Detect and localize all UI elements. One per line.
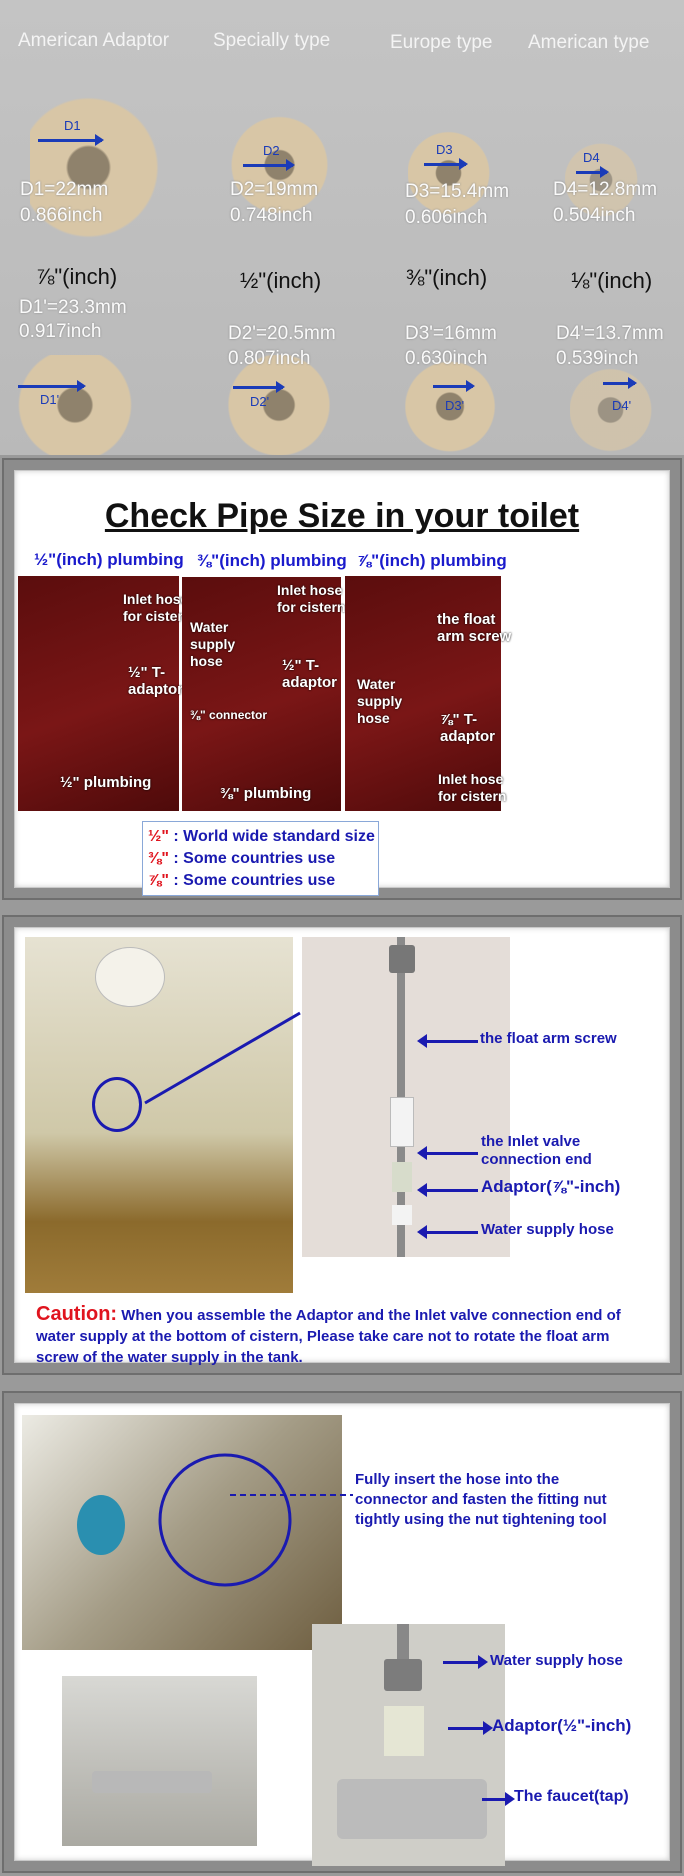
diameter-arrow — [243, 159, 295, 171]
legend-text: : Some countries use — [168, 850, 336, 867]
diameter-inch: 0.866inch — [20, 205, 103, 226]
diameter-tag: D1' — [40, 392, 60, 407]
adaptor-photo — [12, 355, 152, 455]
diameter-tag: D4 — [583, 150, 600, 165]
pipe-size: ⅜"(inch) — [406, 265, 488, 290]
diameter-mm: D4'=13.7mm — [556, 323, 664, 344]
photo-label: ½" plumbing — [60, 774, 152, 791]
diameter-mm: D4=12.8mm — [553, 179, 658, 200]
three-eighth-inch-photo: Inlet hose for cistern Water supply hose… — [182, 577, 345, 811]
adaptor-photo — [408, 128, 498, 218]
instruction-text: Fully insert the hose into the connector… — [355, 1471, 607, 1528]
part-label: the float arm screw — [480, 1030, 617, 1047]
photo-label: Inlet hose for cistern — [438, 771, 507, 804]
adaptor-photo — [405, 358, 505, 455]
arrow-icon — [417, 1225, 478, 1239]
column-header: ⅜"(inch) plumbing — [197, 551, 347, 570]
column-header: ½"(inch) plumbing — [34, 550, 184, 569]
arrow-icon — [417, 1183, 478, 1197]
legend-text: : Some countries use — [168, 872, 336, 889]
diameter-tag: D3' — [445, 398, 465, 413]
blue-valve-knob — [77, 1495, 125, 1555]
diameter-inch: 0.539inch — [556, 348, 639, 369]
arrow-icon — [443, 1655, 488, 1669]
diameter-mm: D3'=16mm — [405, 323, 497, 344]
part-label: Water supply hose — [481, 1221, 614, 1238]
toilet-photo — [25, 937, 293, 1293]
adaptor-photo — [565, 140, 645, 220]
arrow-icon — [482, 1792, 515, 1806]
column-header: ⅞"(inch) plumbing — [357, 551, 507, 570]
diameter-inch: 0.606inch — [405, 207, 488, 228]
size-legend: ½" : World wide standard size ⅜" : Some … — [142, 821, 379, 896]
pipe-size: ⅛"(inch) — [571, 268, 653, 293]
diameter-inch: 0.807inch — [228, 348, 311, 369]
diameter-arrow — [233, 381, 285, 393]
adaptor-size-panel: American Adaptor Specially type Europe t… — [0, 0, 684, 455]
legend-text: : World wide standard size — [168, 828, 375, 845]
diameter-inch: 0.748inch — [230, 205, 313, 226]
part-label: Adaptor(½"-inch) — [492, 1716, 632, 1735]
adaptor-photo — [570, 365, 660, 455]
half-inch-photo: Inlet hose for cistern ½" T- adaptor ½" … — [18, 576, 191, 811]
caution-label: Caution: — [36, 1303, 118, 1325]
adaptor-photo — [225, 355, 345, 455]
legend-size: ⅞" — [148, 872, 169, 889]
arrow-icon — [448, 1721, 493, 1735]
column-title: American type — [528, 32, 650, 53]
diameter-arrow — [576, 166, 609, 178]
diameter-tag: D2 — [263, 143, 280, 158]
diameter-arrow — [18, 380, 86, 392]
diameter-inch: 0.630inch — [405, 348, 488, 369]
seven-eighth-inch-photo: the float arm screw Water supply hose ⅞"… — [345, 576, 511, 811]
pipe-size: ⅞"(inch) — [36, 264, 118, 289]
diameter-tag: D4' — [612, 398, 632, 413]
part-label: Water supply hose — [490, 1652, 623, 1669]
photo-label: the float arm screw — [437, 611, 512, 645]
photo-label: ½" T- adaptor — [128, 664, 184, 698]
part-label: The faucet(tap) — [514, 1788, 629, 1805]
photo-label: ⅜" plumbing — [220, 785, 312, 802]
diameter-mm: D3=15.4mm — [405, 181, 510, 202]
diameter-arrow — [603, 377, 637, 389]
diameter-mm: D2=19mm — [230, 179, 319, 200]
arrow-icon — [417, 1146, 478, 1160]
photo-label: ⅞" T- adaptor — [440, 711, 496, 745]
diameter-arrow — [38, 134, 104, 146]
photo-label: ⅜" connector — [190, 708, 268, 722]
legend-size: ½" — [148, 828, 169, 845]
diameter-mm: D2'=20.5mm — [228, 323, 336, 344]
pipe-size: ½"(inch) — [240, 268, 322, 293]
diameter-tag: D1 — [64, 118, 81, 133]
part-label: the Inlet valve connection end — [481, 1133, 592, 1168]
column-title: Specially type — [213, 30, 331, 51]
caution-note: Caution: When you assemble the Adaptor a… — [36, 1304, 656, 1368]
diameter-tag: D3 — [436, 142, 453, 157]
column-title: Europe type — [390, 32, 493, 53]
column-title: American Adaptor — [18, 30, 170, 51]
faucet-parts-photo — [312, 1624, 505, 1866]
caution-text: When you assemble the Adaptor and the In… — [36, 1307, 621, 1366]
photo-label: Inlet hose for cistern — [123, 591, 192, 624]
diameter-inch: 0.917inch — [19, 321, 102, 342]
page-title: Check Pipe Size in your toilet — [104, 497, 580, 535]
photo-label: Water supply hose — [190, 619, 236, 669]
diameter-mm: D1=22mm — [20, 179, 109, 200]
part-label: Adaptor(⅞"-inch) — [481, 1177, 621, 1196]
adaptor-photo — [30, 80, 160, 255]
bidet-unit — [95, 947, 165, 1007]
diameter-arrow — [424, 158, 468, 170]
diameter-mm: D1'=23.3mm — [19, 297, 127, 318]
photo-label: ½" T- adaptor — [282, 657, 338, 691]
diameter-arrow — [433, 380, 475, 392]
legend-size: ⅜" — [148, 850, 169, 867]
inlet-valve-photo — [302, 937, 510, 1257]
diameter-inch: 0.504inch — [553, 205, 636, 226]
faucet-closeup-photo — [62, 1676, 257, 1846]
diameter-tag: D2' — [250, 394, 270, 409]
highlight-circle — [92, 1077, 142, 1132]
photo-label: Inlet hose for cistern — [277, 582, 346, 615]
photo-label: Water supply hose — [357, 676, 403, 726]
arrow-icon — [417, 1034, 478, 1048]
